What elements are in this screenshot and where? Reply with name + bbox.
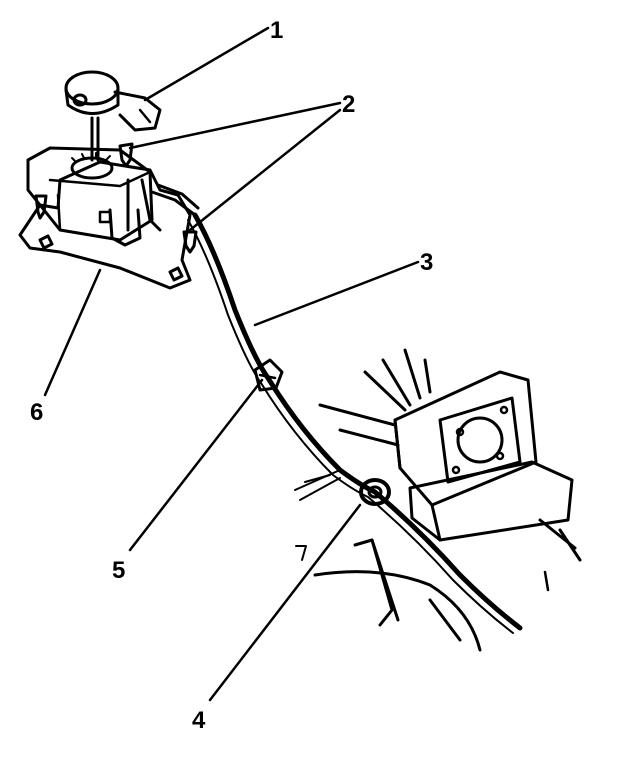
- shift-knob: [64, 70, 162, 162]
- callout-1: 1: [270, 17, 283, 44]
- leader-3: [253, 260, 420, 327]
- callout-3: 3: [420, 249, 433, 276]
- leader-4: [208, 503, 362, 702]
- leader-5: [128, 378, 264, 552]
- cable-grommet: [359, 478, 391, 506]
- callout-6: 6: [30, 399, 43, 426]
- leader-2a: [128, 101, 342, 150]
- callout-5: 5: [112, 557, 125, 584]
- engine-block: [294, 348, 582, 652]
- leader-1: [143, 26, 270, 102]
- callout-2: 2: [342, 91, 355, 118]
- shift-cable: [187, 212, 523, 634]
- leader-6: [43, 268, 102, 397]
- leader-2b: [188, 108, 342, 232]
- retaining-screw: [118, 142, 134, 168]
- shifter-assembly: [18, 146, 200, 290]
- leader-lines: [43, 26, 420, 702]
- callout-labels: 1 2 3 4 5 6: [30, 17, 433, 734]
- cable-clip: [253, 358, 284, 392]
- callout-4: 4: [192, 707, 206, 734]
